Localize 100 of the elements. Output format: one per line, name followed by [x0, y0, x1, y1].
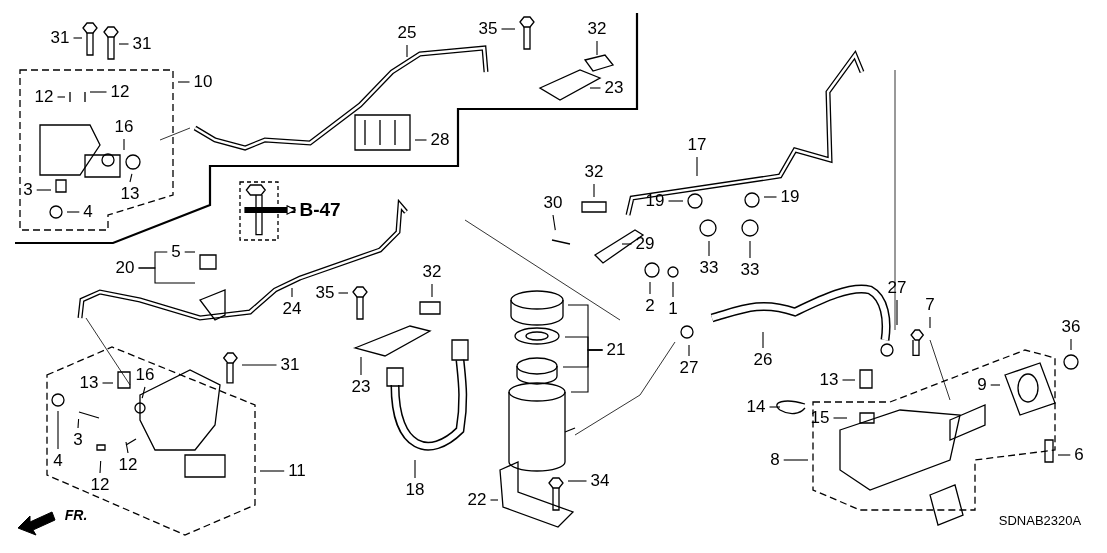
leader-line — [783, 459, 809, 461]
leader-line — [708, 240, 710, 257]
callout-number: 33 — [699, 259, 719, 277]
callout-number: 23 — [351, 378, 371, 396]
callout-number: 27 — [679, 359, 699, 377]
leader-line — [589, 87, 602, 89]
reference-code: B-47 — [299, 201, 341, 219]
callout-number: 23 — [604, 79, 624, 97]
callout-number: 8 — [770, 451, 780, 469]
leader-line — [141, 386, 146, 399]
callout-number: 17 — [687, 136, 707, 154]
leader-line — [259, 470, 285, 472]
leader-line — [672, 281, 674, 298]
leader-line — [66, 211, 80, 213]
callout-number: 12 — [118, 456, 138, 474]
callout-number: 13 — [819, 371, 839, 389]
callout-number: 35 — [315, 284, 335, 302]
callout-number: 3 — [73, 431, 83, 449]
leader-line — [77, 418, 80, 429]
callout-number: 16 — [135, 366, 155, 384]
front-direction-label: FR. — [64, 506, 88, 524]
leader-line — [489, 499, 499, 501]
callout-number: 19 — [780, 188, 800, 206]
leader-line — [593, 183, 595, 198]
callout-number: 5 — [171, 243, 181, 261]
leader-line — [929, 316, 931, 329]
callout-number: 15 — [810, 409, 830, 427]
callout-number: 29 — [635, 235, 655, 253]
callout-number: 31 — [50, 29, 70, 47]
leader-line — [129, 173, 133, 183]
callout-number: 30 — [543, 194, 563, 212]
leader-line — [1057, 454, 1071, 456]
callout-number: 2 — [645, 297, 655, 315]
callout-number: 28 — [430, 131, 450, 149]
callout-number: 22 — [467, 491, 487, 509]
leader-line — [360, 356, 362, 376]
leader-line — [118, 43, 130, 45]
leader-line — [123, 138, 125, 151]
leader-line — [749, 240, 751, 259]
callout-number: 31 — [132, 35, 152, 53]
callout-number: 35 — [478, 20, 498, 38]
callout-number: 19 — [645, 192, 665, 210]
leader-line — [36, 189, 52, 191]
callout-number: 31 — [280, 356, 300, 374]
leader-line — [567, 480, 588, 482]
callout-number: 12 — [90, 476, 110, 494]
callout-number: 7 — [925, 296, 935, 314]
callout-number: 27 — [887, 279, 907, 297]
callout-number: 10 — [193, 73, 213, 91]
leader-line — [667, 200, 684, 202]
leader-line — [649, 281, 651, 295]
leader-line — [621, 243, 633, 245]
callout-number: 34 — [590, 472, 610, 490]
leader-line — [406, 44, 408, 58]
leader-line — [241, 364, 278, 366]
leader-line — [762, 331, 764, 349]
callout-number: 24 — [282, 300, 302, 318]
leader-line — [57, 410, 59, 450]
leader-line — [431, 283, 433, 298]
callout-number: 32 — [584, 163, 604, 181]
leader-line — [763, 196, 778, 198]
leader-line — [291, 287, 293, 298]
callout-number: 14 — [746, 398, 766, 416]
callout-number: 9 — [977, 376, 987, 394]
callout-number: 4 — [83, 203, 93, 221]
callout-number: 12 — [110, 83, 130, 101]
leader-line — [570, 349, 604, 393]
leader-line — [177, 81, 191, 83]
leader-line — [990, 384, 1001, 386]
leader-line — [137, 267, 196, 284]
leader-line — [99, 460, 102, 474]
drawing-code: SDNAB2320A — [998, 512, 1082, 530]
leader-line — [841, 379, 856, 381]
callout-number: 25 — [397, 24, 417, 42]
leader-line — [696, 156, 698, 177]
callout-number: 18 — [405, 481, 425, 499]
callout-number: 32 — [587, 20, 607, 38]
callout-number: 36 — [1061, 318, 1081, 336]
leader-line — [101, 382, 114, 384]
leader-line — [414, 459, 416, 479]
callout-number: 3 — [23, 181, 33, 199]
leader-line — [768, 406, 781, 408]
leader-line — [832, 417, 848, 419]
callout-number: 32 — [422, 263, 442, 281]
leader-line — [896, 299, 898, 326]
leader-line — [125, 441, 129, 454]
leader-line — [1070, 338, 1072, 351]
leader-line — [500, 28, 516, 30]
reference-arrow — [244, 205, 296, 215]
callout-number: 4 — [53, 452, 63, 470]
callout-number: 1 — [668, 300, 678, 318]
callout-number: 12 — [34, 88, 54, 106]
leader-line — [337, 292, 349, 294]
leader-line — [72, 37, 83, 39]
callout-number: 6 — [1074, 446, 1084, 464]
leader-line — [688, 344, 690, 357]
leader-line — [56, 96, 66, 98]
leader-line — [552, 214, 556, 231]
leader-line — [184, 251, 196, 253]
leader-line — [414, 139, 428, 141]
